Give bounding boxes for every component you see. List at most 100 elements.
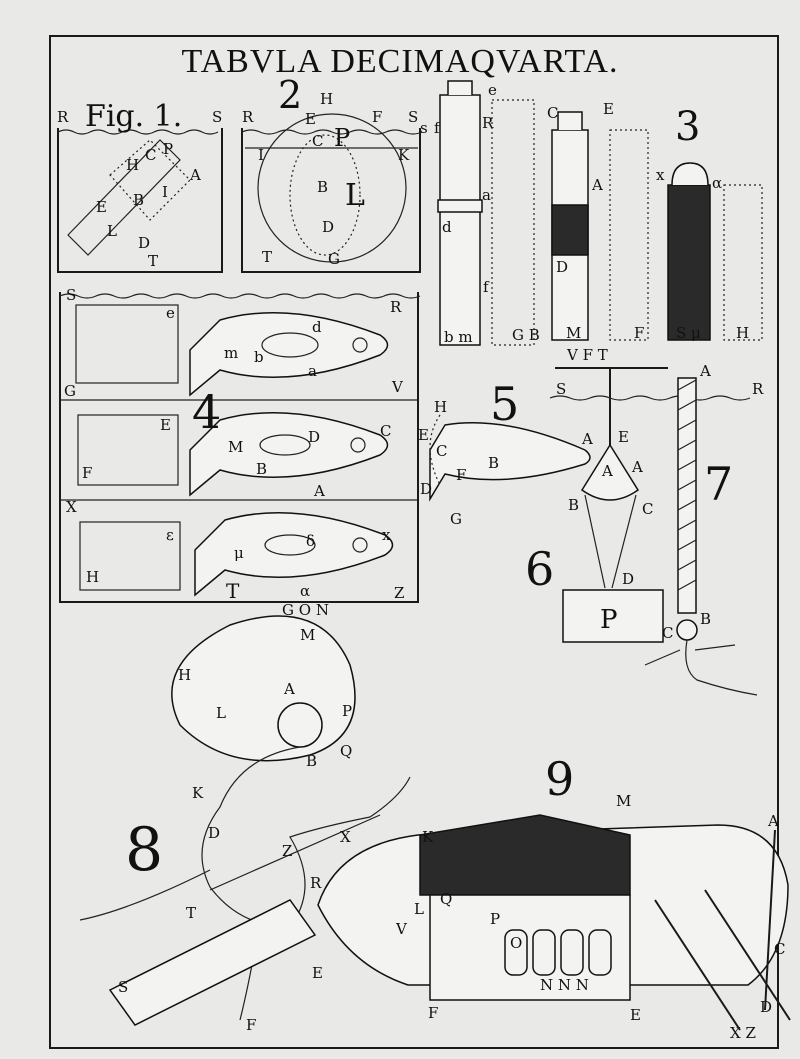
label: H [736,324,749,342]
label: M [300,626,315,644]
label: X Z [730,1024,756,1042]
label: R [310,874,322,892]
label: E [603,100,614,118]
label: μ [234,544,244,562]
label: D [420,480,432,498]
label: A [591,176,603,194]
label: α [712,174,722,192]
label: B [568,496,579,514]
label: S [556,380,566,398]
label: L [216,704,226,722]
figure-9-boat: 9 M A K L Q V P O N N N F E C D X Z [317,752,791,1042]
label: ε [166,526,174,544]
label: s [420,119,428,137]
label: E [305,110,316,128]
label: C [662,624,673,642]
label: D [622,570,634,588]
label: A [283,680,295,698]
label: P [490,910,500,928]
label: b [254,348,264,366]
figure-8-diver: 8 G O N M H A L P B Q K D X Z R T S E F [79,601,411,1034]
figure-5-fish: 5 H E C F B A D G [418,377,593,528]
fish-icon [189,412,389,497]
label: f [434,119,441,137]
figure-7-number: 7 [704,457,733,511]
label: D [556,258,568,276]
label: L [107,222,117,240]
label: C [642,500,653,518]
figure-5-number: 5 [490,377,519,431]
label: R [390,298,402,316]
label: D [208,824,220,842]
label: b m [444,328,473,346]
label: P [334,124,350,152]
label: T [148,252,158,270]
figure-4-fish-tank: 4 S R e d m b a G V E M D C B F A X ε μ … [59,286,421,603]
label: F [372,108,382,126]
label: R [242,108,254,126]
label: C [312,132,323,150]
label: M [228,438,243,456]
label: α [300,582,310,600]
label: L [345,178,365,213]
label: C [145,146,156,164]
label: B [488,454,499,472]
label: X [66,498,77,516]
label: m [224,344,238,362]
label: H [126,156,139,174]
label: S [408,108,418,126]
label: S [212,108,222,126]
label: T [262,248,272,266]
label: T [226,579,240,603]
label: x [382,526,391,544]
label: M [566,324,581,342]
label: d [442,218,452,236]
label: R [482,114,494,132]
label: M [616,792,631,810]
label: D [322,218,334,236]
label: X [340,828,351,846]
label: K [192,784,204,802]
plate-border [49,35,779,1049]
label: V [391,378,404,396]
label: E [96,198,107,216]
label: G O N [282,601,329,619]
figure-3-number: 3 [675,104,700,150]
label: R [752,380,764,398]
label: F [82,464,92,482]
label: A [767,812,779,830]
label: Q [340,742,352,760]
label: V [395,920,408,938]
label: δ [306,532,315,550]
label: E [160,416,171,434]
label: G [450,510,462,528]
label: P [342,702,352,720]
label: A [189,166,201,184]
label: L [414,900,424,918]
label: C [774,940,785,958]
label: Q [440,890,452,908]
figure-9-number: 9 [545,752,574,806]
label: E [312,964,323,982]
label: H [86,568,99,586]
label: C [380,422,391,440]
label: e [488,81,497,99]
label: G [328,250,340,268]
figure-2: 2 R E H F S P L I K C B D T G [241,73,423,273]
label: P [600,605,618,635]
label: C [547,104,558,122]
label: A [601,462,613,480]
label: H [178,666,191,684]
label: V F T [566,346,608,364]
label: S [118,978,128,996]
label: B [700,610,711,628]
label: I [162,183,168,201]
label: H [320,90,333,108]
figure-3-tubes: 3 s f R a d b m e f G B C A D M E F α x … [420,80,763,346]
label: B [317,178,328,196]
label: a [482,186,491,204]
label: R [57,108,69,126]
label: a [308,362,317,380]
figure-7-pole-diver: 7 A C B [644,362,758,696]
